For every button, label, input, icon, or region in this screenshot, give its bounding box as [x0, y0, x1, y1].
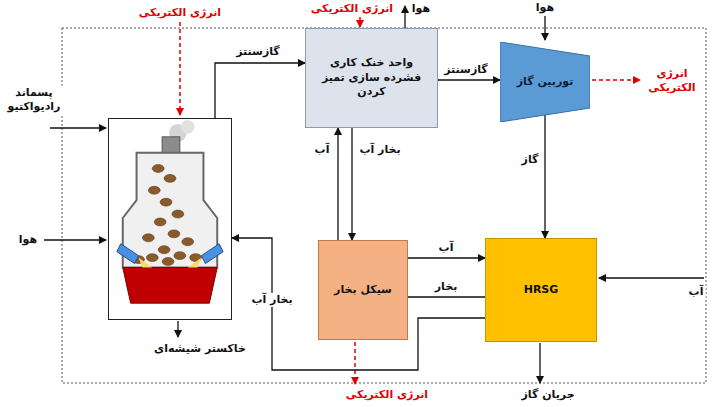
water-label: آب: [687, 285, 706, 299]
gas-turbine: توربین گاز: [500, 42, 590, 122]
hrsg-box: HRSG: [485, 238, 597, 342]
power-label: انرژی الکتریکی: [137, 6, 223, 20]
flow-connector: [232, 238, 485, 370]
edge-label: گاز: [520, 153, 541, 167]
gasifier-box: [108, 118, 232, 320]
flow-connector: [215, 63, 305, 118]
water-in-arrow: [599, 277, 704, 278]
power-label: انرژی الکتریکی: [641, 67, 703, 96]
flow-connector: [544, 114, 545, 238]
power-arrow: [359, 17, 361, 27]
output-label: جریان گاز: [519, 388, 576, 402]
node-text: توربین گاز: [513, 73, 578, 92]
air-arrow: [404, 6, 405, 28]
flow-connector: [351, 128, 352, 240]
edge-label: گازسنتز: [234, 45, 282, 59]
edge-label: گازسنتز: [442, 63, 490, 77]
edge-label: بخار: [433, 280, 460, 294]
power-label: انرژی الکتریکی: [344, 388, 430, 402]
air-label: هوا: [410, 2, 432, 16]
input-label: پسماند رادیواکتیو: [3, 86, 65, 115]
flow-connector: [408, 257, 485, 258]
node-text: سیکل بخار: [330, 281, 396, 300]
node-text: واحد خنک کاری فشرده سازی تمیز کردن: [306, 54, 437, 103]
water-label: آب: [313, 143, 332, 157]
edge-label: بخار آب: [357, 143, 402, 157]
output-label: خاکستر شیشه‌ای: [152, 342, 248, 356]
waste-arrow: [50, 127, 106, 128]
air-label: هوا: [534, 1, 556, 15]
gas-out-arrow: [539, 343, 540, 383]
edge-label: آب: [437, 241, 456, 255]
power-arrow: [354, 342, 356, 384]
cleanup-unit-box: واحد خنک کاری فشرده سازی تمیز کردن: [305, 28, 438, 128]
edge-label: بخار آب: [249, 293, 294, 307]
air-label: هوا: [17, 233, 39, 247]
power-arrow: [179, 22, 181, 115]
ash-arrow: [177, 321, 178, 337]
gasifier-illustration: [109, 119, 231, 319]
flow-connector: [438, 79, 500, 80]
node-text: HRSG: [520, 281, 563, 300]
steam-cycle-box: سیکل بخار: [318, 240, 408, 340]
air-arrow: [544, 16, 545, 40]
air-arrow: [44, 239, 106, 240]
system-boundary: [62, 28, 706, 383]
power-label: انرژی الکتریکی: [309, 2, 395, 16]
power-arrow: [592, 79, 640, 81]
